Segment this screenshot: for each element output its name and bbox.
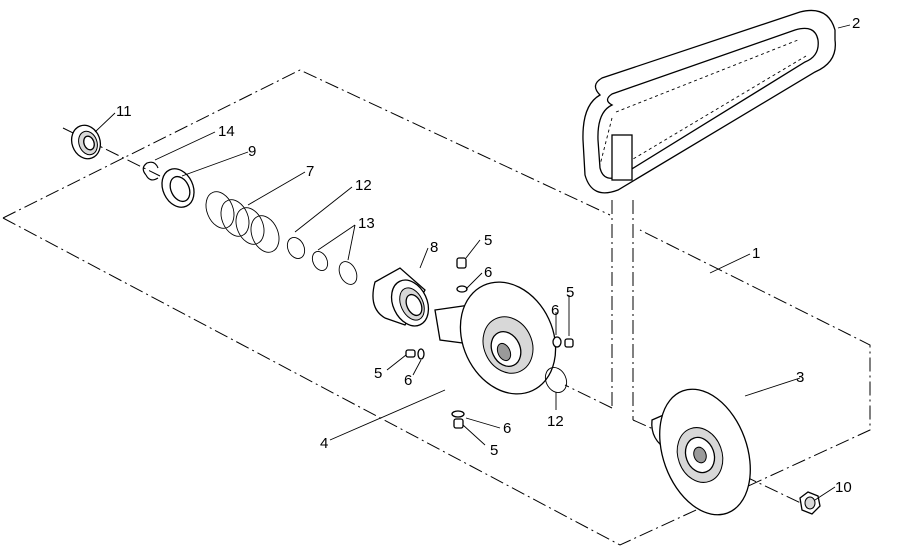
callout-10: 10 [835,479,852,496]
callout-11: 11 [116,103,132,120]
callout-1: 1 [752,245,760,262]
leader-lines [94,24,851,501]
washer [161,168,195,208]
callout-4: 4 [320,435,328,452]
callout-13: 13 [358,215,375,232]
callout-7: 7 [306,163,314,180]
drive-belt [582,9,836,194]
callout-6-top: 6 [484,264,492,281]
callout-5-right: 5 [566,284,574,301]
callout-5-bottom: 5 [490,442,498,459]
slide-collar [372,267,430,327]
spring [205,191,280,253]
callout-3: 3 [796,369,804,386]
nut [799,491,821,515]
callout-5-left: 5 [374,365,382,382]
callout-6-right: 6 [551,302,559,319]
callout-6-bottom: 6 [503,420,511,437]
o-ring-right [544,367,568,393]
oil-seal [70,124,102,160]
callout-12-left: 12 [355,177,372,194]
hardware-set [405,257,574,429]
callout-14: 14 [218,123,235,140]
callout-9: 9 [248,143,256,160]
callout-6-left: 6 [404,372,412,389]
o-rings [311,251,358,285]
o-ring-left [286,237,306,259]
callout-12-right: 12 [547,413,564,430]
callout-5-top: 5 [484,232,492,249]
movable-drive-face [434,281,557,395]
fixed-drive-face [651,388,751,516]
callout-8: 8 [430,239,438,256]
callout-labels: 1 2 3 4 5 5 5 5 6 6 6 6 7 8 9 10 11 12 1… [116,15,860,496]
callout-2: 2 [852,15,860,32]
snap-ring [142,161,159,181]
